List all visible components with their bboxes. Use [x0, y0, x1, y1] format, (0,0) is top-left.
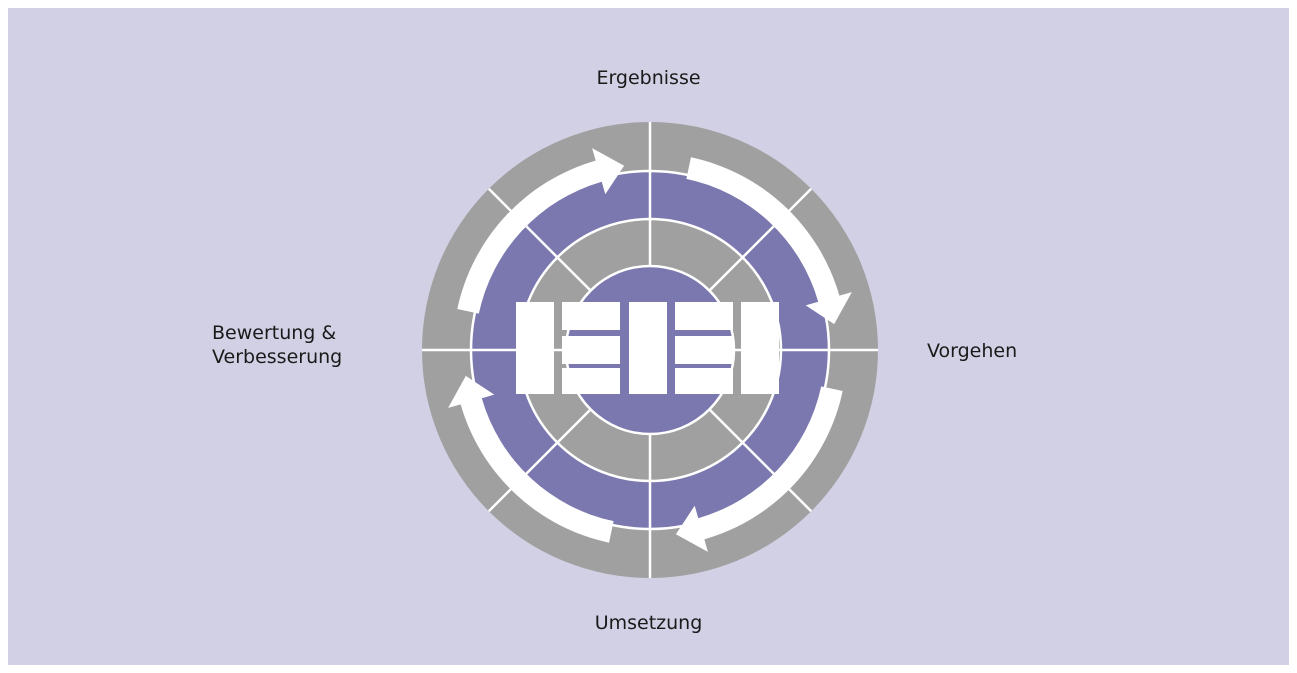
label-verbesserung: Verbesserung — [212, 346, 343, 368]
divider-line — [708, 187, 813, 292]
arrow-to-ergebnisse — [457, 148, 625, 314]
label-umsetzung: Umsetzung — [594, 612, 703, 634]
divider-line — [487, 408, 592, 513]
logo-block — [629, 302, 667, 394]
logo-block — [516, 302, 554, 394]
label-ergebnisse: Ergebnisse — [596, 67, 701, 89]
divider-line — [708, 408, 813, 513]
logo-block — [562, 302, 620, 330]
logo-block — [675, 336, 733, 364]
label-bewertung: Bewertung & — [212, 322, 337, 344]
arrow-to-vorgehen — [686, 157, 852, 325]
label-vorgehen: Vorgehen — [927, 340, 1018, 362]
arrow-to-bewertung — [448, 375, 614, 543]
logo-block — [562, 336, 620, 364]
logo-block — [741, 302, 779, 394]
logo-block — [562, 368, 620, 394]
eee-logo — [516, 302, 779, 394]
logo-block — [675, 368, 733, 394]
label-bewertung-verbesserung: Bewertung & Verbesserung — [212, 321, 342, 369]
divider-line — [487, 187, 592, 292]
arrow-to-umsetzung — [675, 386, 843, 552]
logo-block — [675, 302, 733, 330]
